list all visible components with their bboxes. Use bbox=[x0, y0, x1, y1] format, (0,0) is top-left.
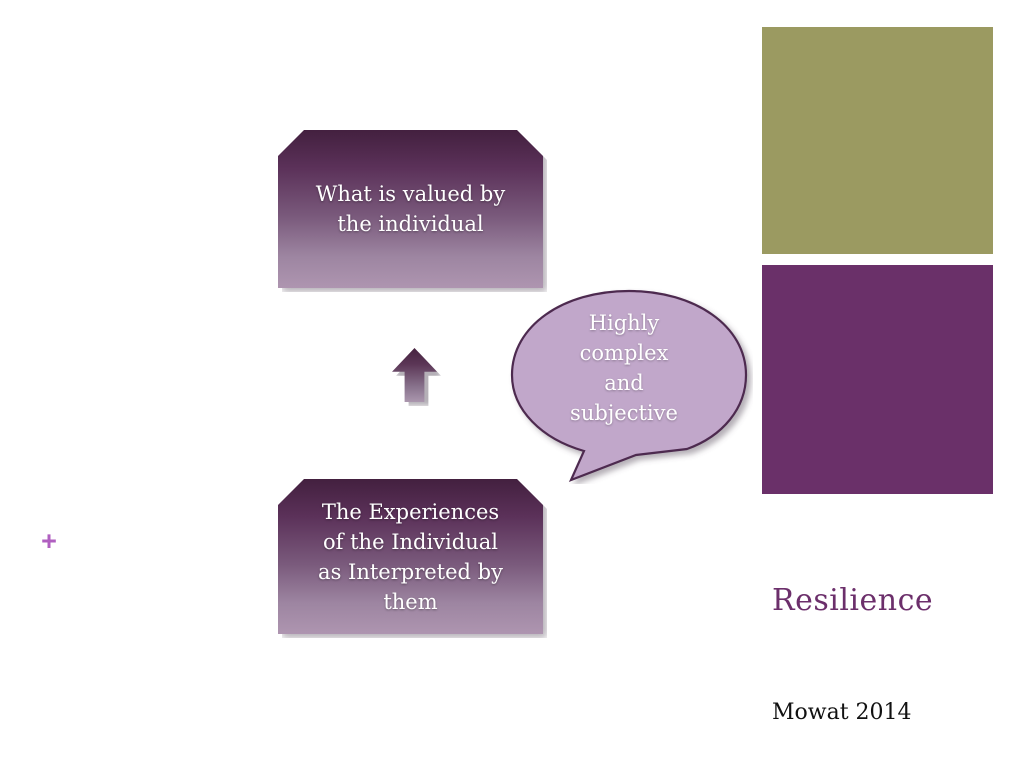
slide-credit: Mowat 2014 bbox=[772, 700, 912, 725]
bottom-box-line-2: of the Individual bbox=[323, 529, 498, 554]
speech-bubble-shape bbox=[510, 289, 748, 482]
bottom-box-line-1: The Experiences bbox=[321, 499, 500, 524]
bottom-box: The Experiences of the Individual as Int… bbox=[278, 479, 543, 634]
top-box-text: What is valued by the individual bbox=[278, 179, 543, 239]
green-color-block bbox=[762, 27, 993, 254]
bottom-box-line-4: them bbox=[383, 589, 438, 614]
bubble-line-3: and bbox=[604, 371, 644, 395]
top-box-line-2: the individual bbox=[337, 212, 484, 236]
plus-icon: + bbox=[41, 526, 57, 556]
top-box: What is valued by the individual bbox=[278, 130, 543, 288]
bubble-line-1: Highly bbox=[588, 311, 660, 335]
bubble-line-2: complex bbox=[579, 341, 669, 365]
bottom-box-line-3: as Interpreted by bbox=[318, 559, 503, 584]
purple-color-block bbox=[762, 265, 993, 494]
speech-bubble-text: Highly complex and subjective bbox=[505, 308, 743, 428]
bubble-line-4: subjective bbox=[570, 401, 678, 425]
speech-bubble: Highly complex and subjective bbox=[505, 288, 753, 484]
top-box-line-1: What is valued by bbox=[315, 182, 506, 206]
bottom-box-text: The Experiences of the Individual as Int… bbox=[278, 497, 543, 617]
slide-title: Resilience bbox=[772, 583, 934, 618]
